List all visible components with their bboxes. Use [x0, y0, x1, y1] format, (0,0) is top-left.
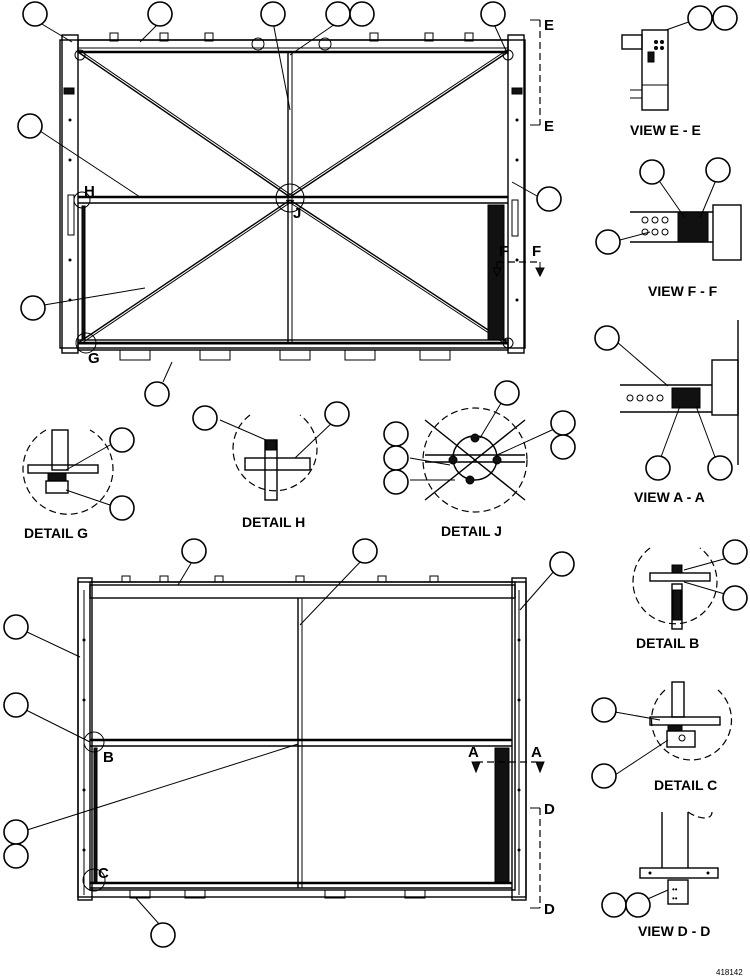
callout-bubble	[22, 1, 48, 27]
callout-bubble	[17, 113, 43, 139]
callout-bubble	[645, 455, 671, 481]
callout-bubble	[352, 538, 378, 564]
caption-detail-g: DETAIL G	[24, 525, 88, 541]
callout-bubble	[707, 455, 733, 481]
callout-bubble	[550, 410, 576, 436]
detail-j-drawing	[409, 394, 564, 513]
detail-h-drawing	[219, 414, 336, 501]
label-H: H	[84, 183, 95, 200]
caption-view-a: VIEW A - A	[634, 489, 705, 505]
callout-bubble	[712, 5, 738, 31]
callout-bubble	[591, 763, 617, 789]
callout-bubble	[3, 692, 29, 718]
callout-bubble	[594, 325, 620, 351]
caption-view-d: VIEW D - D	[638, 923, 710, 939]
callout-bubble	[109, 427, 135, 453]
callout-bubble	[147, 1, 173, 27]
label-D-top: D	[544, 801, 555, 818]
label-E-bottom: E	[544, 118, 554, 135]
callout-bubble	[383, 469, 409, 495]
callout-bubble	[383, 421, 409, 447]
callout-bubble	[260, 1, 286, 27]
callout-bubble	[20, 295, 46, 321]
label-B: B	[103, 749, 114, 766]
label-F-right: F	[532, 243, 541, 260]
callout-bubble	[705, 157, 731, 183]
callout-bubble	[595, 229, 621, 255]
callout-bubble	[3, 614, 29, 640]
view-e-drawing	[621, 17, 701, 111]
callout-bubble	[349, 1, 375, 27]
callout-bubble	[383, 445, 409, 471]
callout-bubble	[192, 405, 218, 431]
detail-b-drawing	[632, 547, 736, 630]
detail-g-drawing	[22, 429, 114, 515]
callout-bubble	[591, 697, 617, 723]
figure-number: 418142	[716, 968, 743, 977]
callout-bubble	[639, 159, 665, 185]
callout-bubble	[181, 538, 207, 564]
label-G: G	[88, 350, 100, 367]
view-f-drawing	[619, 179, 742, 261]
label-A-left: A	[468, 744, 479, 761]
top-frame-assembly	[59, 19, 545, 361]
callout-bubbles	[3, 1, 748, 948]
label-D-bottom: D	[544, 901, 555, 918]
view-a-drawing	[616, 320, 739, 466]
callout-bubble	[150, 922, 176, 948]
view-d-drawing: •• ••	[633, 811, 719, 906]
svg-text:••: ••	[672, 885, 678, 894]
callout-bubble	[325, 1, 351, 27]
callout-bubble	[3, 819, 29, 845]
caption-detail-j: DETAIL J	[441, 523, 502, 539]
label-F-left: F	[499, 243, 508, 260]
svg-text:••: ••	[672, 894, 678, 903]
callout-bubble	[601, 892, 627, 918]
callout-bubble	[536, 186, 562, 212]
label-J: J	[293, 205, 301, 222]
caption-detail-b: DETAIL B	[636, 635, 699, 651]
callout-bubble	[3, 843, 29, 869]
caption-view-f: VIEW F - F	[648, 283, 718, 299]
detail-c-drawing	[614, 681, 733, 776]
caption-view-e: VIEW E - E	[630, 122, 701, 138]
caption-detail-h: DETAIL H	[242, 514, 305, 530]
callout-bubble	[324, 401, 350, 427]
label-C: C	[98, 865, 109, 882]
callout-bubble	[722, 585, 748, 611]
label-E-top: E	[544, 17, 554, 34]
bottom-frame-assembly	[77, 575, 545, 909]
caption-detail-c: DETAIL C	[654, 777, 717, 793]
callout-bubble	[550, 434, 576, 460]
callout-bubble	[722, 539, 748, 565]
label-A-right: A	[531, 744, 542, 761]
callout-bubble	[549, 551, 575, 577]
callout-bubble	[480, 1, 506, 27]
callout-bubble	[687, 5, 713, 31]
callout-bubble	[109, 495, 135, 521]
callout-bubble	[494, 380, 520, 406]
callout-bubble	[144, 381, 170, 407]
callout-bubble	[625, 892, 651, 918]
